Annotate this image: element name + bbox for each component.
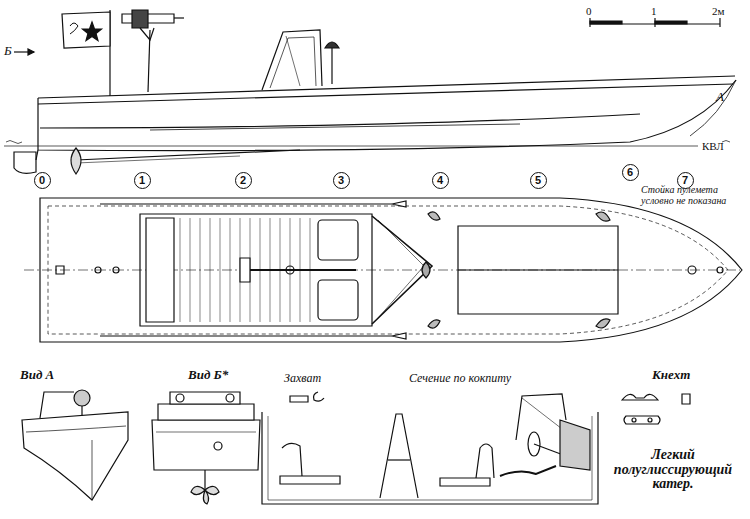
station-number: 7: [682, 175, 688, 186]
station-circle: 1: [134, 172, 151, 189]
station-circle: 2: [235, 172, 252, 189]
station-circle: 6: [622, 164, 639, 181]
waterline-label: КВЛ: [702, 141, 724, 153]
view-title: Вид Б*: [188, 368, 228, 382]
station-number: 0: [39, 175, 45, 186]
station-number: 2: [240, 175, 246, 186]
view-b: [152, 392, 260, 504]
detail-title: Захват: [284, 372, 321, 385]
station-number: 5: [535, 175, 541, 186]
scale-bar: [590, 18, 720, 27]
station-circle: 0: [34, 172, 51, 189]
station-circle: 3: [333, 172, 350, 189]
view-marker: А: [716, 90, 724, 104]
station-number: 6: [627, 167, 633, 178]
station-number: 4: [437, 175, 443, 186]
scale-number: 0: [586, 6, 592, 18]
station-circle: 5: [530, 172, 547, 189]
scale-number: 2м: [712, 6, 724, 18]
station-number: 1: [139, 175, 145, 186]
note: Стойка пулемета условно не показана: [641, 185, 745, 206]
station-circle: 4: [432, 172, 449, 189]
plan-view: [24, 198, 742, 342]
station-number: 3: [338, 175, 344, 186]
view-arrow: [14, 49, 34, 55]
view-marker: Б: [4, 44, 12, 58]
cockpit-section: [262, 394, 598, 504]
detail-title: Кнехт: [652, 368, 690, 382]
caption: Легкий полуглиссирующий катер.: [604, 448, 742, 492]
scale-number: 1: [651, 6, 657, 18]
view-a: [22, 390, 128, 500]
grip-detail: [290, 392, 324, 402]
view-title: Вид А: [20, 368, 54, 382]
section-title: Сечение по кокпиту: [408, 372, 512, 385]
side-profile: [4, 10, 736, 174]
cleat-detail: [622, 394, 690, 424]
